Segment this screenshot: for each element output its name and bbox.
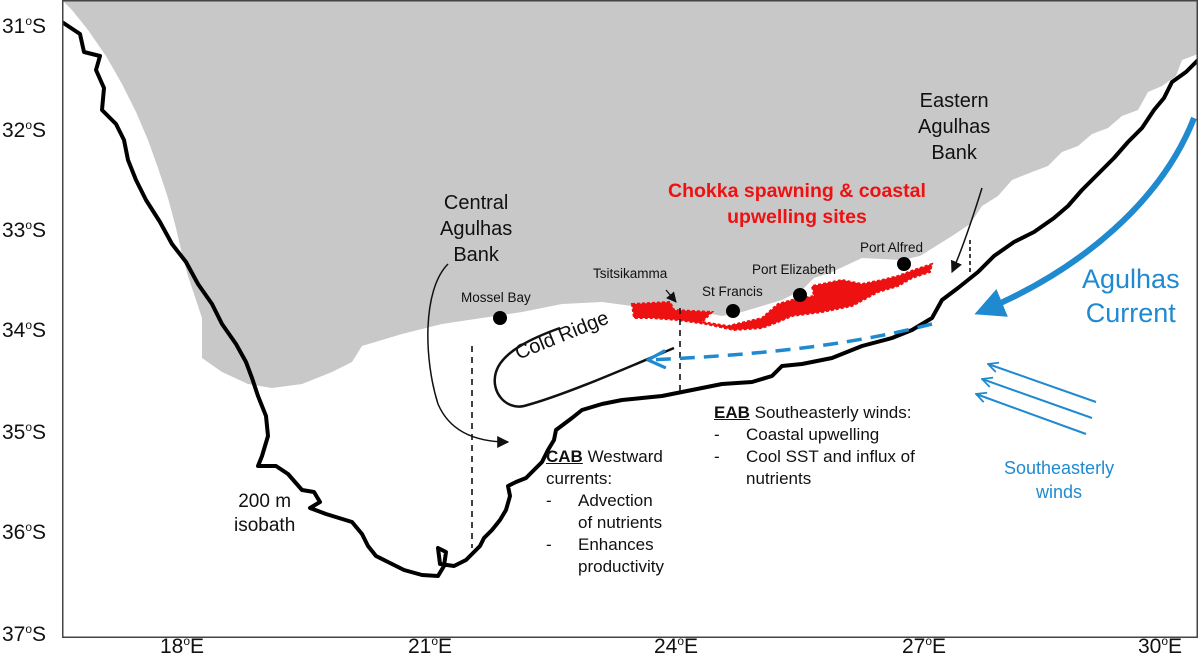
wind-arrow-1	[988, 364, 1097, 403]
eab-heading: EAB Southeasterly winds:	[714, 403, 912, 422]
port-alfred-marker	[897, 257, 911, 271]
tsitsikamma-arrow	[665, 289, 677, 303]
eab-bullet-1: - Coastal upwelling	[714, 425, 880, 444]
chokka-sites-region	[630, 262, 934, 332]
cab-heading: CAB Westward	[546, 447, 663, 466]
central-agulhas-bank-label: Central Agulhas Bank	[440, 192, 513, 266]
agulhas-current-label: Agulhas Current	[1082, 264, 1180, 328]
westward-current-arrow	[648, 322, 933, 360]
lon-label-18e: 18oE	[160, 634, 205, 658]
st-francis-label: St Francis	[702, 284, 763, 299]
port-elizabeth-label: Port Elizabeth	[752, 262, 837, 277]
lat-label-32s: 32oS	[2, 118, 47, 142]
lat-label-31s: 31oS	[2, 14, 47, 38]
wind-arrow-2	[982, 379, 1093, 419]
lon-label-24e: 24oE	[654, 634, 699, 658]
st-francis-marker	[726, 304, 740, 318]
lat-label-36s: 36oS	[2, 520, 47, 544]
eab-text-block: EAB Southeasterly winds: - Coastal upwel…	[714, 402, 915, 490]
lat-label-37s: 37oS	[2, 622, 47, 646]
map-canvas	[62, 0, 1198, 638]
port-alfred-label: Port Alfred	[860, 240, 924, 255]
cold-ridge-outline	[493, 326, 675, 408]
map-area	[62, 0, 1198, 638]
lat-label-33s: 33oS	[2, 218, 47, 242]
agulhas-current-arrow	[974, 116, 1197, 317]
land-mass	[62, 0, 1198, 388]
lon-label-27e: 27oE	[902, 634, 947, 658]
chokka-sites-label: Chokka spawning & coastal upwelling site…	[668, 180, 926, 228]
mossel-bay-marker	[493, 311, 507, 325]
lat-label-35s: 35oS	[2, 420, 47, 444]
isobath-label: 200 m isobath	[234, 491, 296, 536]
southeasterly-winds-label: Southeasterly winds	[1004, 458, 1115, 502]
eastern-agulhas-arrow	[951, 187, 983, 274]
port-elizabeth-marker	[793, 288, 807, 302]
lon-label-30e: 30oE	[1138, 634, 1183, 658]
isobath-200m-line	[62, 20, 1198, 578]
eastern-agulhas-bank-label: Eastern Agulhas Bank	[918, 90, 991, 164]
tsitsikamma-label: Tsitsikamma	[593, 266, 668, 281]
lat-label-34s: 34oS	[2, 318, 47, 342]
map-border	[62, 0, 1198, 638]
mossel-bay-label: Mossel Bay	[461, 290, 531, 305]
lon-label-21e: 21oE	[408, 634, 453, 658]
central-agulhas-arrow	[427, 263, 510, 448]
wind-arrow-3	[976, 394, 1087, 435]
